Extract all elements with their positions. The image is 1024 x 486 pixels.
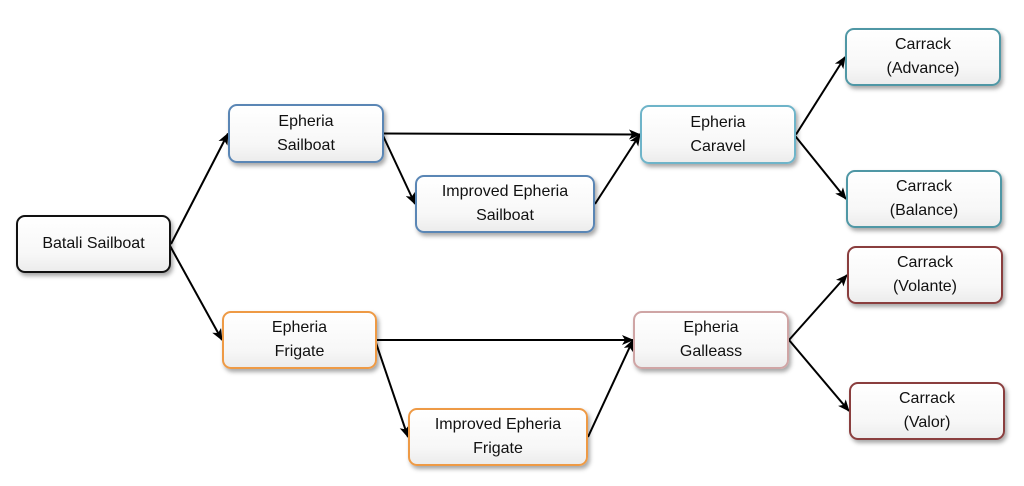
node-label: Carrack (Advance) (886, 36, 960, 77)
node-improved-epheria-sailboat: Improved Epheria Sailboat (415, 175, 595, 233)
edge-epheria_sailboat-to-epheria_caravel (383, 129, 641, 140)
edge-epheria_caravel-to-carrack_balance (793, 133, 847, 200)
node-carrack-balance: Carrack (Balance) (846, 170, 1002, 228)
edge-epheria_caravel-to-carrack_advance (795, 56, 846, 136)
node-carrack-volante: Carrack (Volante) (847, 246, 1003, 304)
edge-batali_sailboat-to-epheria_frigate (168, 243, 223, 341)
edge-improved_epheria_frigate-to-epheria_galleass (587, 339, 634, 438)
edge-improved_epheria_sailboat-to-epheria_caravel (594, 133, 641, 205)
edge-epheria_sailboat-to-improved_epheria_sailboat (381, 133, 416, 205)
node-epheria-galleass: Epheria Galleass (633, 311, 789, 369)
node-epheria-caravel: Epheria Caravel (640, 105, 796, 164)
node-epheria-frigate: Epheria Frigate (222, 311, 377, 369)
node-label: Carrack (Balance) (889, 178, 959, 219)
node-label: Improved Epheria Sailboat (441, 183, 569, 224)
node-label: Epheria Galleass (679, 319, 743, 360)
node-label: Epheria Caravel (690, 113, 746, 155)
node-label: Improved Epheria Frigate (434, 416, 562, 457)
node-label: Epheria Sailboat (277, 112, 335, 154)
node-label: Batali Sailboat (42, 235, 145, 252)
node-improved-epheria-frigate: Improved Epheria Frigate (408, 408, 588, 466)
node-label: Epheria Frigate (271, 319, 328, 360)
node-batali-sailboat: Batali Sailboat (16, 215, 171, 273)
node-carrack-valor: Carrack (Valor) (849, 382, 1005, 440)
edge-epheria_galleass-to-carrack_volante (788, 274, 848, 341)
node-carrack-advance: Carrack (Advance) (845, 28, 1001, 86)
edge-batali_sailboat-to-epheria_sailboat (170, 132, 229, 245)
edge-epheria_galleass-to-carrack_valor (788, 339, 850, 412)
node-epheria-sailboat: Epheria Sailboat (228, 104, 384, 163)
edge-epheria_frigate-to-improved_epheria_frigate (374, 339, 410, 438)
node-label: Carrack (Valor) (898, 390, 955, 431)
node-label: Carrack (Volante) (892, 254, 958, 295)
